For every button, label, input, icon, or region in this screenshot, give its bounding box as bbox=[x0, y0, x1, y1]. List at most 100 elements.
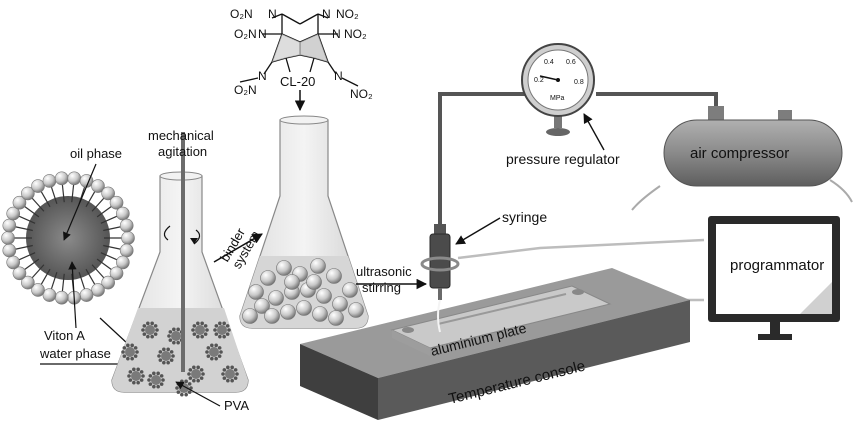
droplet-head bbox=[221, 372, 225, 376]
surfactant-tail bbox=[85, 190, 96, 208]
droplet-head bbox=[218, 334, 222, 339]
emulsion-flask bbox=[111, 171, 249, 397]
cl20-particle bbox=[316, 288, 332, 304]
micelle-to-flask-line bbox=[99, 317, 129, 345]
tube-to-gauge bbox=[438, 92, 528, 226]
surfactant-tail bbox=[40, 268, 51, 286]
droplet-head bbox=[152, 384, 156, 389]
surfactant-head bbox=[91, 283, 105, 297]
cl20-particle bbox=[310, 258, 326, 274]
emulsion-droplet bbox=[147, 371, 165, 389]
micelle-core bbox=[26, 196, 110, 280]
nitrogen-mid-left: N bbox=[258, 27, 267, 41]
droplet-head bbox=[126, 343, 130, 348]
droplet-head bbox=[196, 334, 200, 339]
cl20-particle bbox=[254, 298, 270, 314]
surfactant-tail bbox=[78, 272, 86, 290]
compressor-tank bbox=[663, 119, 843, 187]
plate-hole-left bbox=[402, 327, 414, 333]
surfactant-head bbox=[101, 275, 115, 290]
droplet-head bbox=[233, 376, 238, 380]
cl20-particle bbox=[312, 306, 328, 322]
emulsion-droplet bbox=[167, 327, 185, 345]
droplet-head bbox=[210, 343, 214, 348]
syringe-arrow bbox=[455, 217, 501, 245]
surfactant-head bbox=[109, 195, 124, 210]
droplet-head bbox=[206, 354, 211, 358]
surfactant-tail bbox=[103, 226, 121, 232]
syringe-plunger bbox=[434, 224, 446, 234]
droplet-head bbox=[192, 378, 196, 383]
gauge-tick-0-4: 0.4 bbox=[544, 59, 554, 66]
surfactant-head bbox=[21, 275, 35, 290]
syringe bbox=[420, 224, 460, 333]
cl20-particle bbox=[264, 308, 280, 324]
micelle-tails bbox=[14, 184, 122, 292]
surfactant-tail bbox=[18, 215, 36, 224]
droplet-head bbox=[166, 360, 170, 365]
gauge-tick-0-2: 0.2 bbox=[534, 77, 544, 84]
surfactant-tail bbox=[96, 205, 113, 218]
droplet-head bbox=[130, 343, 134, 348]
nitro-group-mid-right: NO₂ bbox=[344, 27, 367, 41]
air-compressor: air compressor bbox=[631, 106, 853, 211]
droplet-head bbox=[192, 324, 197, 328]
droplet-head bbox=[222, 321, 226, 326]
droplet-core bbox=[217, 325, 227, 335]
droplet-head bbox=[136, 367, 140, 372]
micelle-heads bbox=[1, 171, 135, 305]
droplet-head bbox=[233, 368, 238, 372]
pressure-regulator-label: pressure regulator bbox=[506, 151, 620, 167]
droplet-head bbox=[167, 334, 171, 338]
droplet-head bbox=[199, 376, 204, 380]
droplet-head bbox=[210, 356, 214, 361]
droplet-head bbox=[203, 324, 208, 328]
droplet-head bbox=[222, 368, 227, 372]
droplet-head bbox=[162, 347, 166, 352]
cl20-particle bbox=[268, 290, 284, 306]
surfactant-tail bbox=[40, 190, 51, 208]
droplet-core bbox=[195, 325, 205, 335]
binder-system-arrow bbox=[213, 233, 263, 263]
surfactant-head bbox=[116, 206, 130, 221]
nitrogen-top-right: N bbox=[322, 7, 331, 21]
droplet-head bbox=[132, 380, 136, 385]
droplet-head bbox=[213, 328, 217, 332]
cl20-particle bbox=[242, 308, 258, 324]
droplet-head bbox=[136, 380, 140, 385]
droplet-head bbox=[205, 350, 209, 354]
gauge-needle bbox=[539, 75, 559, 81]
surfactant-head bbox=[121, 231, 135, 245]
cl20-particle bbox=[328, 310, 344, 326]
droplet-head bbox=[222, 376, 227, 380]
water-phase-label: water phase bbox=[39, 346, 111, 361]
nitrogen-top-left: N bbox=[268, 7, 277, 21]
surfactant-head bbox=[12, 266, 27, 281]
droplet-head bbox=[235, 372, 239, 376]
droplet-head bbox=[184, 392, 188, 397]
surfactant-head bbox=[109, 266, 124, 281]
droplet-head bbox=[227, 328, 231, 332]
plate-groove bbox=[437, 293, 567, 325]
droplet-head bbox=[127, 374, 131, 378]
droplet-head bbox=[226, 378, 230, 383]
programmator-label: programmator bbox=[730, 257, 824, 274]
droplet-head bbox=[176, 390, 181, 394]
droplet-head bbox=[200, 321, 204, 326]
pva-label: PVA bbox=[224, 398, 249, 413]
droplet-head bbox=[206, 346, 211, 350]
gauge-pivot bbox=[556, 78, 560, 82]
surfactant-head bbox=[101, 186, 115, 201]
cl20-particles bbox=[242, 258, 364, 326]
console-front-face bbox=[378, 300, 690, 420]
surfactant-tail bbox=[18, 252, 36, 261]
micelle bbox=[1, 171, 135, 305]
droplet-core bbox=[151, 375, 161, 385]
droplet-head bbox=[132, 367, 136, 372]
droplet-head bbox=[222, 334, 226, 339]
droplet-head bbox=[158, 358, 163, 362]
surfactant-head bbox=[1, 231, 15, 245]
droplet-head bbox=[214, 343, 218, 348]
cl20-particle bbox=[348, 302, 364, 318]
droplet-head bbox=[214, 324, 219, 328]
